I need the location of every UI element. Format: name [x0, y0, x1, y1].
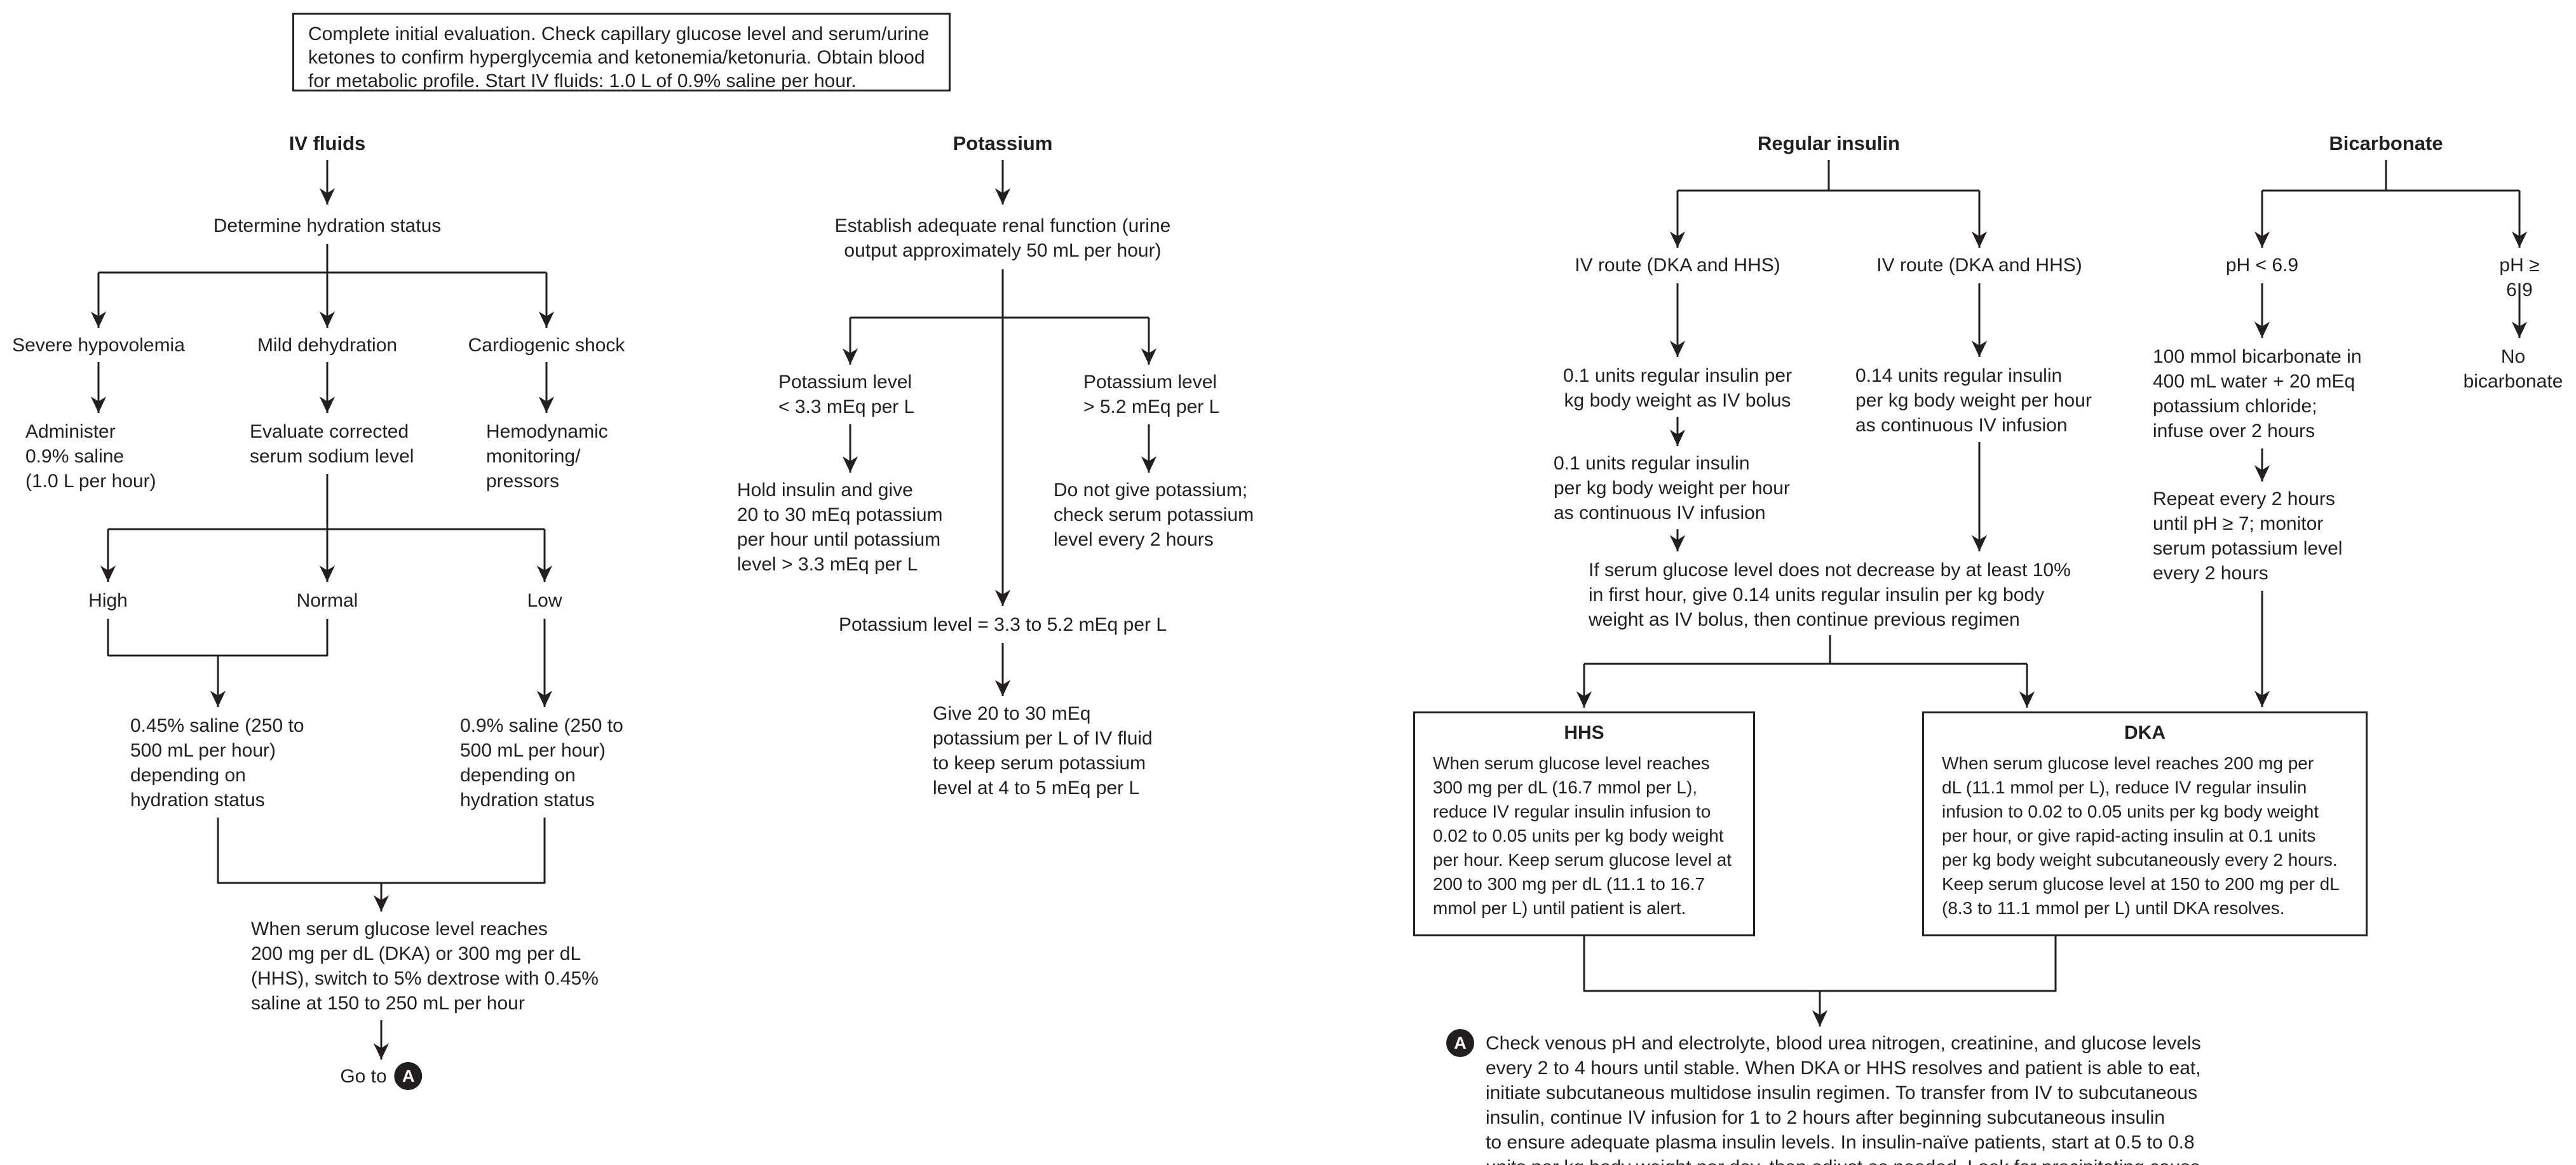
- sodium-normal-label: Normal: [296, 590, 358, 611]
- bicarbonate-repeat-node: Repeat every 2 hours until pH ≥ 7; monit…: [2153, 488, 2343, 584]
- insulin-014-infusion-node: 0.14 units regular insulin per kg body w…: [1855, 365, 2092, 436]
- establish-renal-node: Establish adequate renal function (urine…: [834, 215, 1171, 261]
- dka-box: DKA When serum glucose level reaches 200…: [1922, 711, 2368, 936]
- potassium-high-label: Potassium level > 5.2 mEq per L: [1083, 372, 1220, 417]
- hhs-text: When serum glucose level reaches 300 mg …: [1433, 753, 1732, 918]
- ph-high-label: pH ≥ 6.9: [2499, 255, 2540, 300]
- initial-evaluation-text: Complete initial evaluation. Check capil…: [308, 24, 930, 91]
- initial-evaluation-box: Complete initial evaluation. Check capil…: [292, 13, 951, 91]
- no-potassium-node: Do not give potassium; check serum potas…: [1054, 480, 1254, 550]
- footnote-text: Check venous pH and electrolyte, blood u…: [1486, 1033, 2201, 1165]
- iv-route-right-node: IV route (DKA and HHS): [1876, 255, 2082, 276]
- potassium-mid-label: Potassium level = 3.3 to 5.2 mEq per L: [838, 614, 1167, 635]
- footnote-a-badge: A: [1446, 1029, 1474, 1057]
- hold-insulin-node: Hold insulin and give 20 to 30 mEq potas…: [737, 480, 943, 575]
- determine-hydration-node: Determine hydration status: [213, 215, 442, 236]
- regular-insulin-header: Regular insulin: [1758, 132, 1900, 154]
- saline-09-node: 0.9% saline (250 to 500 mL per hour) dep…: [460, 715, 623, 811]
- potassium-header: Potassium: [952, 132, 1053, 154]
- goto-label: Go to: [340, 1065, 387, 1087]
- saline-045-node: 0.45% saline (250 to 500 mL per hour) de…: [130, 715, 304, 811]
- dka-title: DKA: [2124, 722, 2166, 743]
- no-bicarbonate-node: No bicarbonate: [2463, 346, 2563, 392]
- goto-a-badge: A: [394, 1062, 423, 1090]
- insulin-bolus-node: 0.1 units regular insulin per kg body we…: [1563, 365, 1793, 411]
- ph-low-label: pH < 6.9: [2225, 255, 2299, 276]
- hhs-title: HHS: [1564, 722, 1604, 743]
- hhs-box: HHS When serum glucose level reaches 300…: [1413, 711, 1755, 936]
- insulin-01-infusion-node: 0.1 units regular insulin per kg body we…: [1554, 453, 1790, 523]
- severe-hypovolemia-node: Severe hypovolemia: [12, 335, 185, 356]
- iv-route-left-node: IV route (DKA and HHS): [1575, 255, 1780, 276]
- if-serum-glucose-node: If serum glucose level does not decrease…: [1589, 560, 2071, 630]
- bicarbonate-mix-node: 100 mmol bicarbonate in 400 mL water + 2…: [2153, 346, 2362, 441]
- hemodynamic-monitoring-node: Hemodynamic monitoring/ pressors: [486, 421, 608, 492]
- sodium-low-label: Low: [527, 590, 562, 611]
- iv-fluids-header: IV fluids: [288, 132, 366, 154]
- give-potassium-node: Give 20 to 30 mEq potassium per L of IV …: [933, 703, 1153, 798]
- dka-text: When serum glucose level reaches 200 mg …: [1942, 753, 2340, 918]
- administer-saline-node: Administer 0.9% saline (1.0 L per hour): [25, 421, 156, 492]
- mild-dehydration-node: Mild dehydration: [257, 335, 398, 356]
- evaluate-sodium-node: Evaluate corrected serum sodium level: [250, 421, 414, 467]
- when-glucose-switch-node: When serum glucose level reaches 200 mg …: [251, 919, 599, 1014]
- bicarbonate-header: Bicarbonate: [2329, 132, 2443, 154]
- potassium-low-label: Potassium level < 3.3 mEq per L: [778, 372, 915, 417]
- goto-a-node: Go to A: [340, 1062, 423, 1090]
- cardiogenic-shock-node: Cardiogenic shock: [468, 335, 625, 356]
- sodium-high-label: High: [88, 590, 128, 611]
